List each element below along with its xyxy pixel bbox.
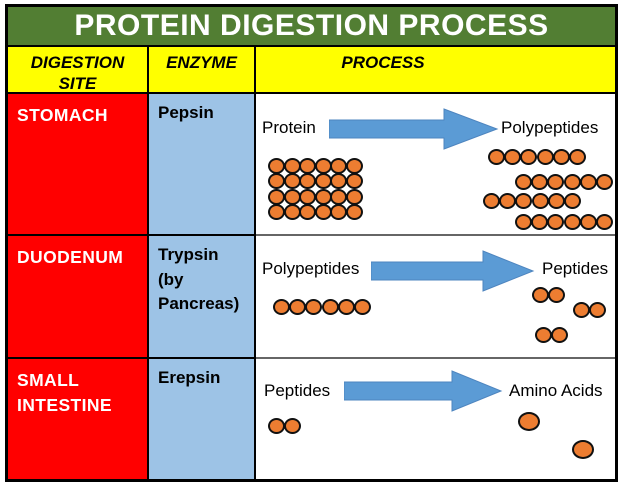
- column-header-enzyme: ENZYME: [149, 47, 256, 94]
- process-from-label: Peptides: [264, 381, 331, 400]
- column-header-digestion-site: DIGESTION SITE: [8, 47, 149, 94]
- orange-circle-icon: [268, 158, 285, 174]
- site-label: SMALL INTESTINE: [17, 370, 112, 416]
- molecule-canvas: [256, 359, 615, 479]
- orange-circle-icon: [283, 188, 301, 205]
- orange-circle-icon: [552, 149, 570, 165]
- process-from-label: Polypeptides: [262, 259, 360, 278]
- process-cell-small-intestine: Peptides Amino Acids: [256, 359, 615, 479]
- arrow-right-icon: [344, 370, 503, 412]
- orange-circle-icon: [273, 299, 290, 315]
- orange-circle-icon: [547, 214, 565, 230]
- orange-circle-icon: [346, 158, 363, 174]
- process-cell-stomach: Protein Polypeptides: [256, 94, 615, 236]
- enzyme-label: Trypsin (by Pancreas): [158, 245, 240, 314]
- orange-circle-icon: [536, 149, 554, 165]
- enzyme-cell-erepsin: Erepsin: [149, 359, 256, 479]
- orange-circle-icon: [283, 158, 301, 174]
- orange-circle-icon: [499, 193, 517, 209]
- process-from-label: Protein: [262, 118, 316, 137]
- orange-circle-icon: [314, 204, 332, 221]
- orange-circle-icon: [268, 188, 285, 205]
- orange-circle-icon: [488, 149, 505, 165]
- protein-digestion-table: PROTEIN DIGESTION PROCESS DIGESTION SITE…: [5, 4, 618, 482]
- orange-circle-icon: [321, 299, 339, 315]
- arrow-right-icon: [371, 250, 535, 292]
- column-header-process-label: PROCESS: [341, 53, 425, 72]
- column-header-process: PROCESS: [256, 47, 615, 94]
- orange-circle-icon: [573, 302, 590, 318]
- molecule-canvas: [256, 94, 615, 234]
- orange-circle-icon: [596, 174, 613, 190]
- site-label: DUODENUM: [17, 247, 124, 267]
- orange-circle-icon: [299, 158, 317, 174]
- column-header-digestion-site-label: DIGESTION SITE: [30, 53, 125, 94]
- orange-circle-icon: [346, 188, 363, 205]
- orange-circle-icon: [330, 158, 348, 174]
- orange-circle-icon: [535, 327, 552, 343]
- orange-circle-icon: [520, 149, 538, 165]
- orange-circle-icon: [330, 173, 348, 190]
- orange-circle-icon: [283, 173, 301, 190]
- orange-circle-icon: [337, 299, 355, 315]
- orange-circle-icon: [518, 412, 540, 431]
- orange-circle-icon: [531, 174, 549, 190]
- site-cell-duodenum: DUODENUM: [8, 236, 149, 359]
- orange-circle-icon: [563, 214, 581, 230]
- orange-circle-icon: [346, 204, 363, 221]
- enzyme-label: Erepsin: [158, 368, 221, 387]
- orange-circle-icon: [548, 287, 566, 303]
- enzyme-label: Pepsin: [158, 103, 214, 122]
- orange-circle-icon: [305, 299, 323, 315]
- orange-circle-icon: [547, 193, 565, 209]
- orange-circle-icon: [354, 299, 371, 315]
- process-to-label: Peptides: [542, 259, 609, 278]
- orange-circle-icon: [596, 214, 613, 230]
- orange-circle-icon: [579, 174, 597, 190]
- site-cell-stomach: STOMACH: [8, 94, 149, 236]
- orange-circle-icon: [283, 204, 301, 221]
- orange-circle-icon: [564, 193, 581, 209]
- orange-circle-icon: [515, 174, 532, 190]
- orange-circle-icon: [268, 204, 285, 221]
- arrow-right-icon: [329, 108, 499, 150]
- orange-circle-icon: [268, 418, 285, 434]
- orange-circle-icon: [515, 214, 532, 230]
- process-cell-duodenum: Polypeptides Peptides: [256, 236, 615, 359]
- orange-circle-icon: [314, 158, 332, 174]
- orange-circle-icon: [330, 204, 348, 221]
- orange-circle-icon: [314, 188, 332, 205]
- orange-circle-icon: [330, 188, 348, 205]
- orange-circle-icon: [532, 287, 549, 303]
- orange-circle-icon: [547, 174, 565, 190]
- site-label: STOMACH: [17, 105, 108, 125]
- process-to-label: Polypeptides: [501, 118, 599, 137]
- orange-circle-icon: [483, 193, 500, 209]
- process-to-label: Amino Acids: [509, 381, 603, 400]
- orange-circle-icon: [572, 440, 594, 459]
- site-cell-small-intestine: SMALL INTESTINE: [8, 359, 149, 479]
- enzyme-cell-pepsin: Pepsin: [149, 94, 256, 236]
- column-header-enzyme-label: ENZYME: [166, 53, 237, 72]
- orange-circle-icon: [284, 418, 302, 434]
- orange-circle-icon: [268, 173, 285, 190]
- orange-circle-icon: [531, 193, 549, 209]
- orange-circle-icon: [299, 204, 317, 221]
- orange-circle-icon: [589, 302, 607, 318]
- orange-circle-icon: [299, 173, 317, 190]
- orange-circle-icon: [515, 193, 533, 209]
- orange-circle-icon: [346, 173, 363, 190]
- orange-circle-icon: [551, 327, 569, 343]
- enzyme-cell-trypsin: Trypsin (by Pancreas): [149, 236, 256, 359]
- orange-circle-icon: [569, 149, 586, 165]
- orange-circle-icon: [531, 214, 549, 230]
- orange-circle-icon: [579, 214, 597, 230]
- molecule-canvas: [256, 236, 615, 357]
- orange-circle-icon: [289, 299, 307, 315]
- page-title: PROTEIN DIGESTION PROCESS: [8, 7, 615, 47]
- orange-circle-icon: [563, 174, 581, 190]
- orange-circle-icon: [299, 188, 317, 205]
- orange-circle-icon: [314, 173, 332, 190]
- orange-circle-icon: [504, 149, 522, 165]
